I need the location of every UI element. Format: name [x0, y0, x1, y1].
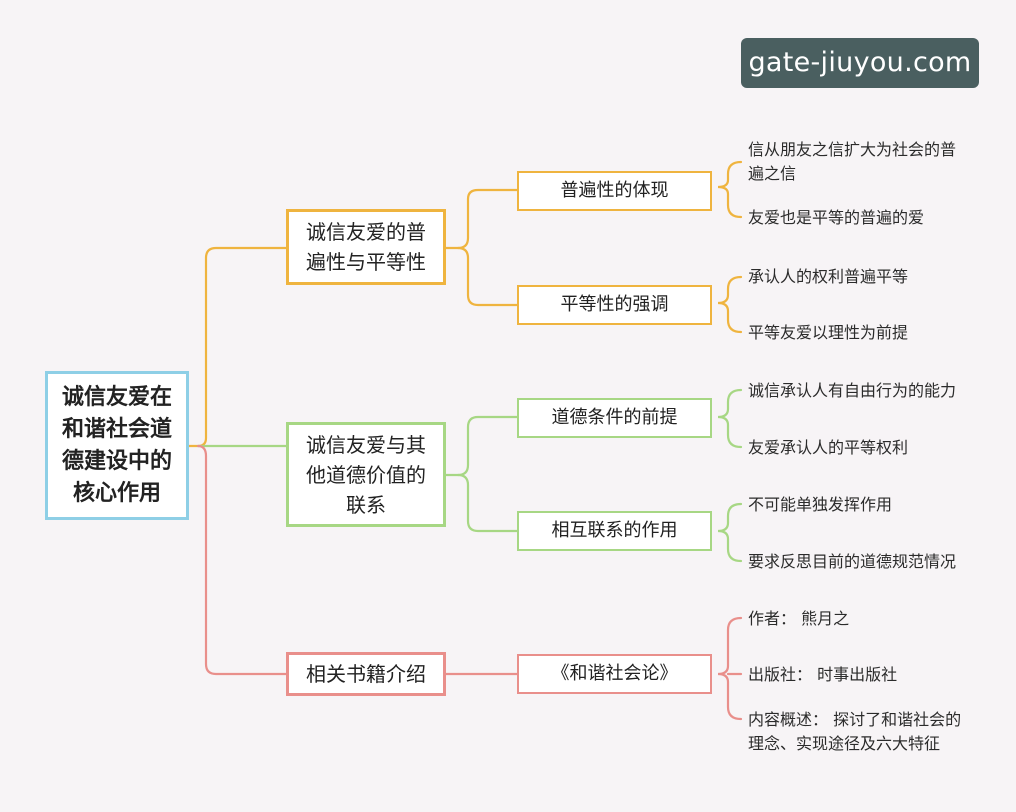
root-label: 诚信友爱在 和谐社会道 德建设中的 核心作用 [62, 382, 172, 510]
leaf-text: 平等友爱以理性为前提 [748, 323, 909, 342]
leaf-text: 信从朋友之信扩大为社会的普 遍之信 [748, 138, 956, 186]
branch-universality-equality: 诚信友爱的普 遍性与平等性 [286, 209, 446, 285]
branch-label-line: 遍性与平等性 [306, 250, 426, 274]
leaf-line: 理念、实现途径及六大特征 [748, 734, 941, 753]
root-line: 诚信友爱在 [61, 384, 172, 410]
subnode-universality: 普遍性的体现 [517, 171, 712, 211]
leaf-text: 不可能单独发挥作用 [748, 495, 893, 514]
leaf-text: 友爱也是平等的普遍的爱 [748, 208, 925, 227]
root-line: 德建设中的 [61, 448, 172, 474]
watermark-badge: gate-jiuyou.com [741, 38, 979, 88]
leaf-text: 要求反思目前的道德规范情况 [748, 552, 957, 571]
leaf-text: 诚信承认人有自由行为的能力 [748, 381, 957, 400]
branch-relation-other-values: 诚信友爱与其 他道德价值的 联系 [286, 422, 446, 527]
leaf-line: 内容概述： 探讨了和谐社会的 [748, 710, 962, 729]
subnode-book-title: 《和谐社会论》 [517, 654, 712, 694]
leaf-text: 出版社： 时事出版社 [748, 665, 898, 684]
branch-label-line: 诚信友爱的普 [306, 220, 426, 244]
branch-label-line: 相关书籍介绍 [306, 662, 426, 686]
leaf-line: 遍之信 [748, 164, 797, 183]
leaf-text: 友爱承认人的平等权利 [748, 438, 909, 457]
root-line: 核心作用 [72, 480, 161, 506]
root-line: 和谐社会道 [61, 416, 172, 442]
root-node: 诚信友爱在 和谐社会道 德建设中的 核心作用 [45, 371, 189, 520]
branch-label-line: 他道德价值的 [306, 462, 426, 487]
subnode-equality: 平等性的强调 [517, 285, 712, 325]
leaf-text: 内容概述： 探讨了和谐社会的 理念、实现途径及六大特征 [748, 708, 961, 756]
leaf-text: 承认人的权利普遍平等 [748, 267, 909, 286]
leaf-line: 信从朋友之信扩大为社会的普 [748, 140, 957, 159]
subnode-mutual-effect: 相互联系的作用 [517, 511, 712, 551]
leaf-text: 作者： 熊月之 [748, 609, 850, 628]
branch-label-line: 诚信友爱与其 [306, 432, 426, 457]
branch-related-books: 相关书籍介绍 [286, 652, 446, 696]
branch-label-line: 联系 [346, 492, 386, 517]
subnode-moral-premise: 道德条件的前提 [517, 398, 712, 438]
